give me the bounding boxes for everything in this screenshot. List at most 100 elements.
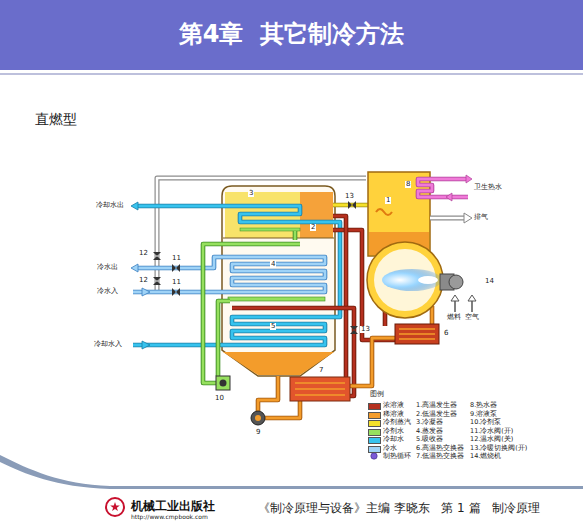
legend-text: 冷剂水	[383, 428, 404, 435]
footer-note: 《制冷原理与设备》主编 李晓东 第 1 篇 制冷原理	[258, 502, 540, 514]
port-label: 排气	[474, 214, 488, 221]
callout-number: 2	[310, 224, 316, 231]
pipe-shape	[430, 216, 464, 221]
illustration-part	[382, 269, 442, 291]
callout-number: 3	[248, 190, 254, 197]
port-label: 燃料	[447, 314, 461, 321]
pipe-shape	[133, 257, 325, 292]
pipe-shape	[418, 179, 468, 197]
illustration-part	[223, 237, 334, 238]
callout-number: 9	[255, 429, 261, 436]
pipe-shape	[471, 300, 473, 312]
illustration-part	[468, 295, 476, 301]
part-list-item: 5.吸收器	[416, 436, 443, 443]
pipe-shape	[376, 209, 392, 215]
legend-swatch	[368, 403, 381, 410]
part-list-item: 2.低温发生器	[416, 411, 457, 418]
pipe-shape	[333, 216, 346, 377]
illustration-part	[371, 453, 377, 459]
pipe-shape	[172, 288, 180, 296]
illustration-part	[300, 192, 333, 238]
legend-swatch	[368, 437, 381, 444]
illustration-part	[290, 377, 350, 401]
part-list-item: 4.蒸发器	[416, 428, 443, 435]
part-list-item: 7.低温热交换器	[416, 453, 464, 460]
port-label: 冷却水入	[94, 341, 122, 348]
port-label: 冷却水出	[96, 202, 124, 209]
illustration-part	[464, 213, 472, 223]
page-title: 第4章 其它制冷方法	[0, 20, 583, 49]
part-list-item: 14.燃烧机	[470, 453, 501, 460]
pipe-shape	[258, 376, 278, 411]
illustration-part	[216, 376, 230, 390]
callout-number: 13	[360, 326, 371, 333]
pipe-shape	[0, 455, 583, 489]
illustration-part	[449, 275, 463, 289]
legend-swatch	[368, 412, 381, 419]
illustration-part	[220, 380, 227, 387]
port-label: 冷水入	[97, 288, 118, 295]
pipe-shape	[218, 301, 230, 376]
pipe-shape	[348, 201, 356, 209]
legend-swatch	[368, 446, 381, 453]
part-list-item: 3.冷凝器	[416, 419, 443, 426]
part-list-item: 13.冷暖切换阀(开)	[470, 445, 527, 452]
part-list-item: 12.温水阀(关)	[470, 436, 513, 443]
pipe-shape	[293, 231, 298, 240]
callout-number: 8	[405, 181, 411, 188]
pipe-shape	[218, 301, 230, 376]
callout-number: 11	[171, 279, 182, 286]
publisher-url: http://www.cmpbook.com	[131, 514, 208, 520]
pipe-shape	[350, 338, 395, 386]
pipe-shape	[133, 206, 340, 345]
illustration-part	[106, 498, 124, 516]
port-label: 卫生热水	[474, 184, 502, 191]
pipe-shape	[350, 326, 358, 334]
callout-number: 10	[214, 395, 225, 402]
callout-number: 12	[138, 277, 149, 284]
illustration-part	[131, 264, 138, 272]
pipe-shape	[265, 401, 300, 418]
legend-text: 浓溶液	[383, 402, 404, 409]
part-list-item: 10.冷剂泵	[470, 419, 501, 426]
illustration-part	[446, 193, 452, 201]
illustration-part	[240, 228, 300, 231]
callout-number: 6	[443, 330, 449, 337]
port-label: 冷水出	[97, 264, 118, 271]
pipe-shape	[172, 264, 180, 272]
pipe-shape	[153, 277, 161, 285]
legend-text: 制热循环	[383, 453, 411, 460]
part-list-item: 1.高温发生器	[416, 402, 457, 409]
pipe-shape	[399, 329, 435, 339]
part-list-item: 9.溶液泵	[470, 411, 497, 418]
pipe-shape	[203, 244, 300, 383]
part-list-item: 8.热水器	[470, 402, 497, 409]
pipe-shape	[157, 178, 366, 292]
legend-text: 稀溶液	[383, 411, 404, 418]
illustration-part	[251, 411, 265, 425]
pipe-shape	[454, 300, 456, 312]
legend-text: 冷水	[383, 445, 397, 452]
pipe-shape	[133, 257, 325, 292]
subtitle: 直燃型	[35, 112, 77, 126]
legend-swatch	[368, 420, 381, 427]
callout-number: 5	[270, 323, 276, 330]
pipe-shape	[157, 178, 366, 292]
pipe-shape	[333, 216, 346, 377]
pipe-shape	[133, 206, 340, 345]
illustration-part	[418, 276, 438, 284]
pipe-shape	[418, 179, 468, 197]
legend-text: 冷剂蒸汽	[383, 419, 411, 426]
illustration-part	[142, 341, 150, 349]
illustration-part	[228, 297, 325, 301]
legend-swatch	[368, 429, 381, 436]
callout-number: 14	[484, 278, 495, 285]
pipe-shape	[203, 244, 300, 383]
illustration-part	[142, 288, 150, 296]
illustration-part	[131, 202, 138, 210]
illustration-part	[110, 502, 120, 511]
pipe-shape	[223, 352, 334, 375]
illustration-part	[0, 0, 583, 70]
